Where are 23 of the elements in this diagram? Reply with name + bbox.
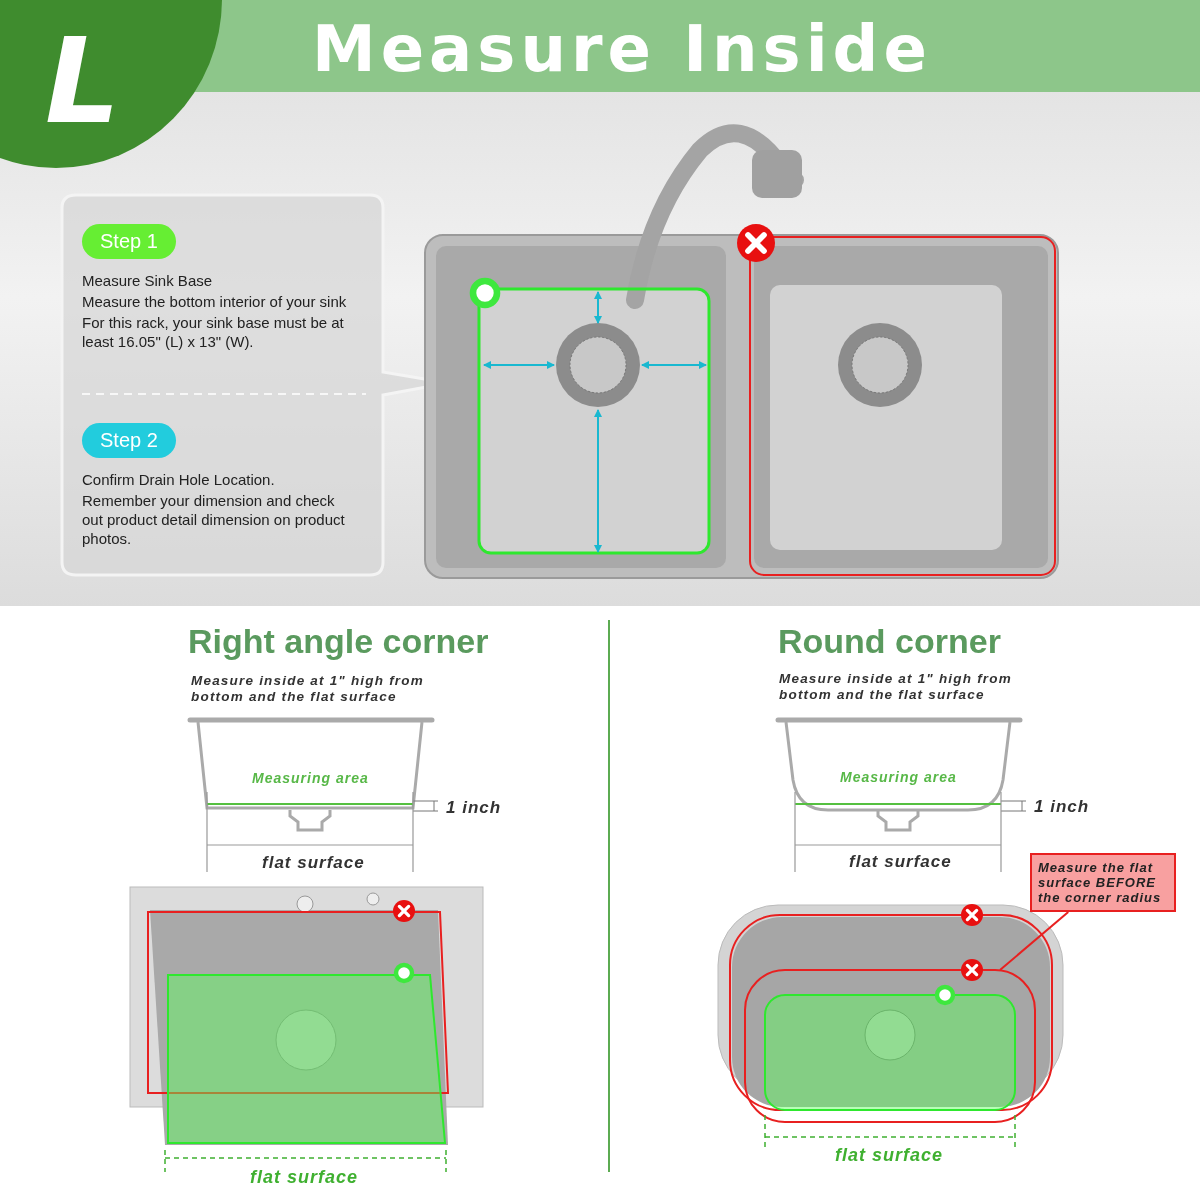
area-label: Measuring area <box>840 769 957 785</box>
instruction-text: Measure Sink Base <box>82 271 214 290</box>
instruction-text: Measure inside at 1" high from bottom and the flat surface <box>779 671 1013 703</box>
instruction-text: Remember your dimension and check out product detail dimension on product photos. <box>82 491 346 548</box>
step-label: Step 1 <box>82 224 176 259</box>
dimension-label: flat surface <box>262 853 365 873</box>
section-heading: Right angle corner <box>188 622 489 661</box>
instruction-text: Confirm Drain Hole Location. <box>82 470 276 489</box>
leader-line <box>999 911 1070 971</box>
callout-note: Measure the flat surface BEFORE the corner radius <box>1030 853 1176 912</box>
instruction-text: Measure the bottom interior of your sink <box>82 292 348 311</box>
dimension-label: flat surface <box>250 1167 359 1188</box>
area-label: Measuring area <box>252 770 369 786</box>
section-heading: Round corner <box>778 622 1001 661</box>
title: Measure Inside <box>312 12 932 86</box>
dimension-label: 1 inch <box>446 798 502 818</box>
step-label: Step 2 <box>82 423 176 458</box>
instruction-text: Measure inside at 1" high from bottom and the flat surface <box>191 673 425 705</box>
corner-letter: L <box>45 12 121 150</box>
dimension-label: 1 inch <box>1034 797 1090 817</box>
dimension-label: flat surface <box>835 1145 944 1166</box>
dimension-label: flat surface <box>849 852 952 872</box>
instruction-text: For this rack, your sink base must be at least 16.05" (L) x 13" (W). <box>82 313 345 351</box>
